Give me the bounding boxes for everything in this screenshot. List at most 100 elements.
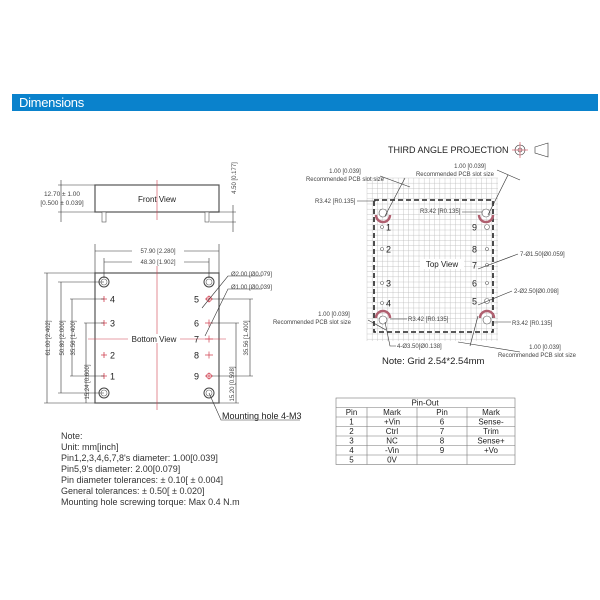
left-pins-span-dim: 35.56 [1.400] [71, 320, 77, 355]
mounting-hole [378, 208, 388, 218]
table-cell: Ctrl [386, 427, 399, 436]
height-outer-dim: 61.00 [2.402] [46, 320, 52, 355]
pin-hole [380, 225, 384, 229]
table-title: Pin-Out [411, 399, 439, 408]
slot-size-bl: 1.00 [0.039] [318, 312, 350, 318]
module-outline [373, 199, 494, 333]
dia-small-label: Ø1.00 [Ø0.039] [231, 285, 272, 291]
mounting-hole-thread [205, 278, 213, 286]
pin-hole [380, 301, 384, 305]
pin-length-dim: 4.50 [0.177] [232, 162, 238, 194]
table-cell: Sense- [478, 418, 504, 427]
front-pin-right [204, 211, 210, 223]
pin-marker [205, 372, 213, 380]
table-cell: 7 [440, 427, 445, 436]
note-line: Pin5,9's diameter: 2.00[0.079] [61, 464, 180, 474]
note-line: Mounting hole screwing torque: Max 0.4 N… [61, 497, 240, 507]
slot-caption-bl: Recommended PCB slot size [273, 320, 352, 326]
pin-number: 8 [472, 245, 477, 255]
table-border [335, 397, 516, 465]
pin-hole [485, 247, 489, 251]
table-cell: Sense+ [477, 437, 505, 446]
pin-number: 7 [194, 335, 199, 345]
front-view: Front View 12.70 ± 1.00 [0.500 ± 0.039] … [40, 162, 238, 232]
table-cell: Trim [483, 427, 499, 436]
table-cell: 8 [440, 437, 445, 446]
slot-caption-tl: Recommended PCB slot size [306, 177, 385, 183]
table-cell: 3 [349, 437, 354, 446]
width-outer-dim: 57.90 [2.280] [140, 249, 175, 255]
third-angle-projection-icon [512, 142, 549, 158]
pin-number: 2 [386, 245, 391, 255]
pin-number: 8 [194, 351, 199, 361]
table-cell: 2 [349, 427, 354, 436]
table-cell: 4 [349, 446, 354, 455]
hole-large-label: 2-Ø2.50[Ø0.098] [514, 289, 559, 295]
mounting-hole [378, 315, 388, 325]
front-view-label: Front View [138, 195, 176, 204]
pin-marker [205, 351, 213, 359]
pin-number: 9 [472, 223, 477, 233]
mounting-hole-thread [205, 389, 213, 397]
section-header: Dimensions [12, 94, 598, 111]
radius-tl: R3.42 [R0.135] [315, 199, 356, 205]
mounting-hole-label: Mounting hole 4-M3 [222, 411, 302, 421]
top-view-label: Top View [426, 260, 459, 269]
pin-number: 4 [110, 295, 115, 305]
pin-number: 5 [472, 297, 477, 307]
right-pins-span-dim: 35.56 [1.400] [244, 320, 250, 355]
width-inner-dim: 48.30 [1.902] [140, 260, 175, 266]
projection-label: THIRD ANGLE PROJECTION [388, 145, 509, 155]
note-line: Pin diameter tolerances: ± 0.10[ ± 0.004… [61, 475, 223, 485]
pin-number: 1 [110, 372, 115, 382]
notes: Note:Unit: mm[inch]Pin1,2,3,4,6,7,8's di… [61, 431, 240, 507]
front-height-dim-inch: [0.500 ± 0.039] [40, 200, 84, 207]
table-header: Pin [346, 408, 358, 417]
front-height-dim: 12.70 ± 1.00 [44, 191, 80, 198]
pcb-slot-arc [478, 309, 496, 319]
front-pin-left [101, 211, 107, 223]
table-cell: -Vin [385, 446, 399, 455]
table-cell: NC [386, 437, 398, 446]
pin-number: 3 [386, 279, 391, 289]
hole-mount-label: 4-Ø3.50[Ø0.138] [397, 344, 442, 350]
slot-size-tl: 1.00 [0.039] [329, 169, 361, 175]
slot-size-br: 1.00 [0.039] [529, 345, 561, 351]
dia-large-label: Ø2.00 [Ø0.079] [231, 272, 272, 278]
top-mounting-holes [374, 208, 496, 325]
slot-size-tr: 1.00 [0.039] [454, 164, 486, 170]
hole-small-label: 7-Ø1.50[Ø0.059] [520, 252, 565, 258]
table-cell: 9 [440, 446, 445, 455]
pin-hole [380, 247, 384, 251]
pin-marker [101, 352, 107, 358]
table-cell: 6 [440, 418, 445, 427]
pin-marker [205, 335, 213, 343]
right-offset-dim: 15.20 [0.598] [230, 366, 236, 401]
table-cell: +Vo [484, 446, 499, 455]
bottom-view-label: Bottom View [132, 335, 177, 344]
table-cell: +Vin [384, 418, 400, 427]
pin-number: 3 [110, 319, 115, 329]
pin-number: 5 [194, 295, 199, 305]
pin-number: 6 [472, 279, 477, 289]
table-cell: 1 [349, 418, 354, 427]
note-line: Note: [61, 431, 83, 441]
pcb-slot-arc [374, 309, 392, 319]
pcb-slot-arc [374, 214, 392, 224]
pin-hole [380, 281, 384, 285]
pin-number: 6 [194, 319, 199, 329]
slot-caption-tr: Recommended PCB slot size [416, 172, 495, 178]
pin-number: 7 [472, 261, 477, 271]
mounting-hole [482, 315, 492, 325]
table-cell: 5 [349, 456, 354, 465]
pin-number: 4 [386, 299, 391, 309]
radius-bl: R3.42 [R0.135] [408, 317, 449, 323]
left-offset-dim: 15.24 [0.600] [85, 364, 91, 399]
height-holes-dim: 50.80 [2.000] [60, 320, 66, 355]
table-cell: 0V [387, 456, 397, 465]
radius-tr: R3.42 [R0.135] [420, 209, 461, 215]
section-title: Dimensions [19, 95, 84, 110]
